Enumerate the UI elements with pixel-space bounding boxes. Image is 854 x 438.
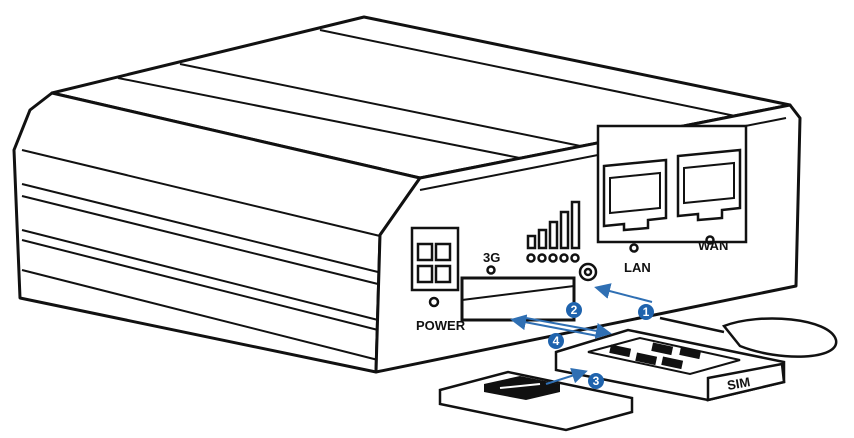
ejector-loop (721, 317, 838, 358)
side-rib (21, 183, 379, 273)
power-pin (416, 264, 434, 284)
signal-led (570, 253, 580, 263)
signal-led (526, 253, 536, 263)
step-number: 1 (643, 305, 650, 319)
sim-contact (635, 352, 658, 366)
sim-slot-inner (461, 285, 575, 301)
power-pin (434, 264, 452, 284)
lan-led (629, 243, 639, 253)
arrow-step-1 (594, 283, 653, 303)
top-rail-line (117, 77, 541, 163)
step-badge-1: 1 (638, 304, 654, 320)
reset-hole (578, 262, 598, 282)
lan-port-inner (609, 171, 661, 215)
step-badge-4: 4 (548, 333, 564, 349)
power-led (428, 296, 440, 308)
3g-led (486, 265, 496, 275)
signal-led (559, 253, 569, 263)
instruction-arrows (510, 283, 653, 385)
signal-bar (548, 220, 559, 250)
reset-hole-inner (583, 267, 593, 277)
side-rib (21, 239, 379, 331)
sim-tray-label: SIM (726, 374, 751, 393)
side-rib (21, 269, 379, 361)
sim-contact (661, 356, 684, 370)
wan-port-inner (683, 161, 735, 205)
signal-bar (537, 228, 548, 250)
lan-port (602, 158, 668, 232)
sim-tray (554, 328, 786, 402)
step-number: 3 (593, 374, 600, 388)
front-panel-details (410, 124, 748, 322)
step-badge-3: 3 (588, 373, 604, 389)
top-rail-line (179, 63, 601, 151)
sim-ejector-pin (659, 316, 838, 358)
3g-label: 3G (483, 250, 500, 265)
power-label: POWER (416, 318, 466, 333)
sim-chip-line (499, 383, 541, 389)
signal-bar (570, 200, 581, 250)
sim-slot (460, 276, 576, 322)
step-badge-2: 2 (566, 302, 582, 318)
wan-led (705, 235, 715, 245)
side-rib (21, 229, 379, 321)
arrow-step-3 (545, 367, 588, 385)
sim-tray-tab (706, 362, 786, 402)
ejector-shaft (659, 316, 725, 334)
signal-led (537, 253, 547, 263)
power-pin (434, 242, 452, 262)
top-rail-line (319, 29, 741, 118)
signal-bar (559, 210, 570, 250)
sim-contact (679, 346, 702, 360)
sim-contact (609, 344, 632, 358)
signal-led (548, 253, 558, 263)
step-number: 2 (571, 303, 578, 317)
sim-card-chip (484, 376, 560, 400)
signal-bar (526, 234, 537, 250)
step-number: 4 (553, 334, 560, 348)
sim-card (438, 370, 634, 432)
arrow-step-2 (525, 317, 612, 339)
power-pin (416, 242, 434, 262)
arrow-step-4 (510, 314, 599, 337)
side-rib (21, 149, 381, 237)
wan-port (676, 148, 742, 222)
sim-contact (651, 342, 674, 356)
lan-label: LAN (624, 260, 651, 275)
wan-label: WAN (698, 238, 728, 253)
side-rib (21, 195, 379, 285)
sim-tray-recess (587, 336, 741, 376)
